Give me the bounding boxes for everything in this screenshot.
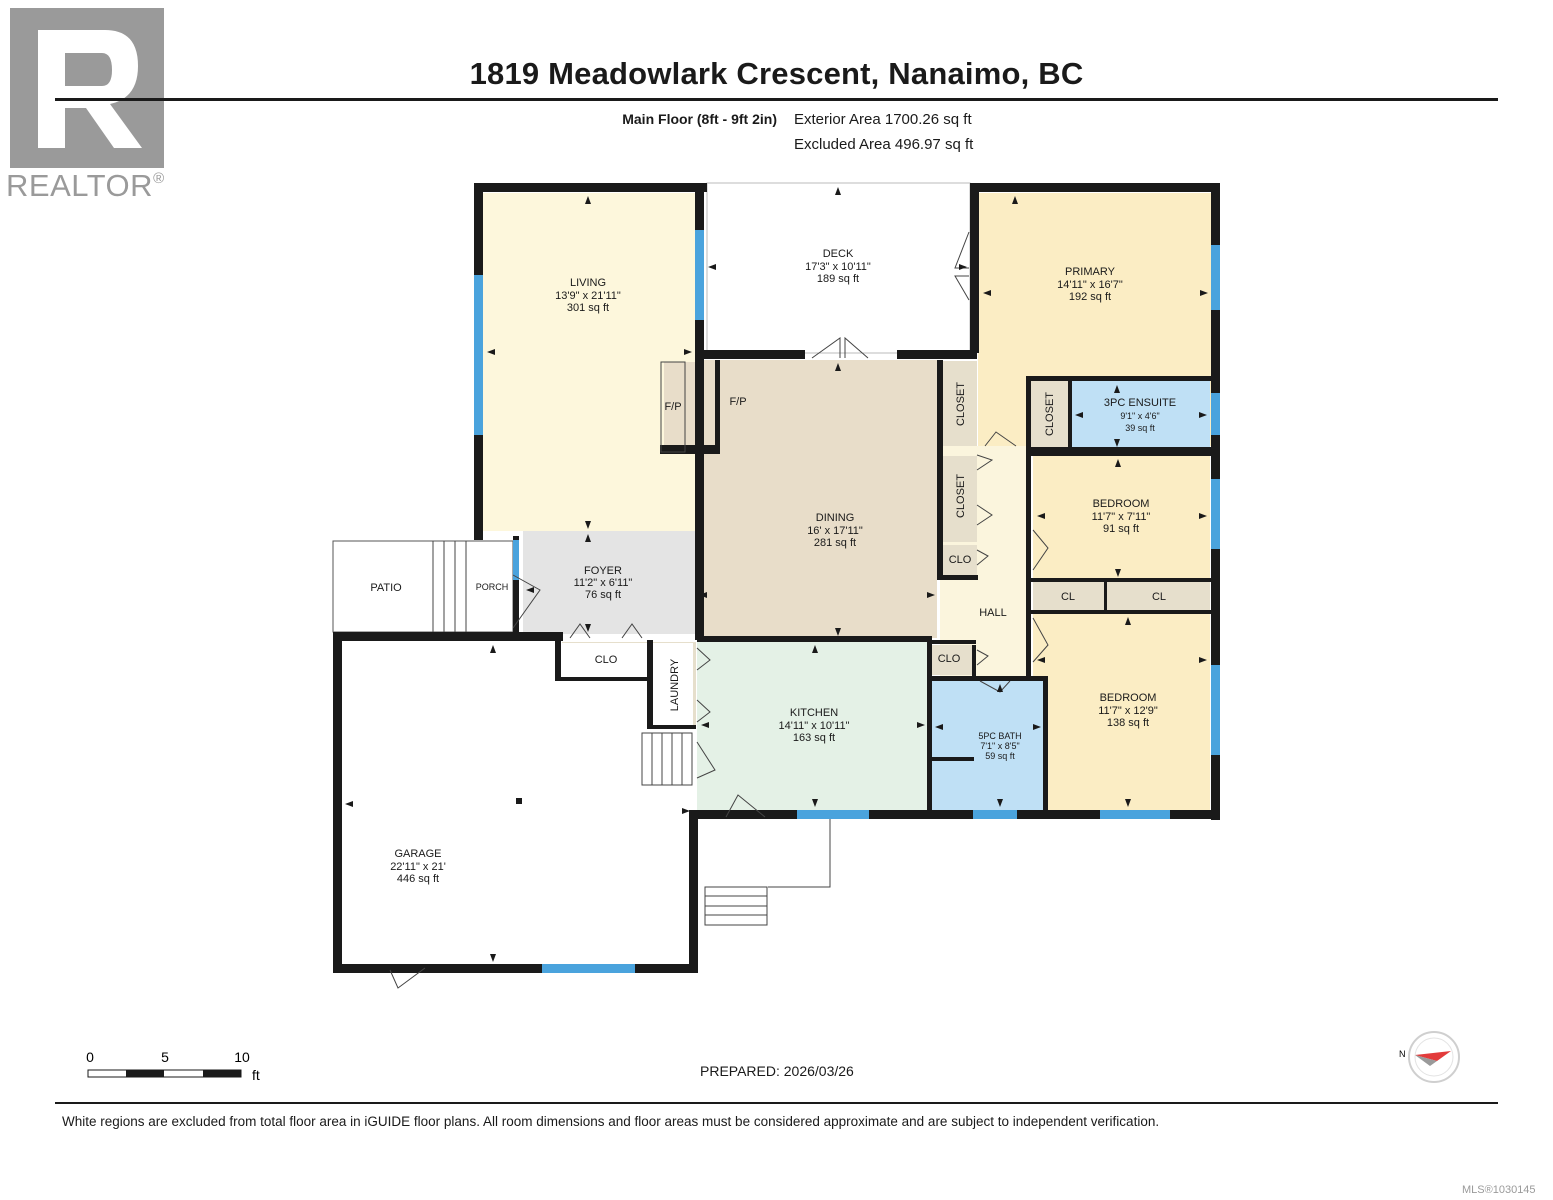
- ensuite-area: 39 sq ft: [1125, 423, 1155, 433]
- deck-name: DECK: [823, 248, 854, 260]
- garage-clo-label: CLO: [595, 654, 618, 666]
- hall-closet: [943, 456, 977, 542]
- closet-label-1: CLOSET: [955, 382, 967, 426]
- cl-label-2: CL: [1152, 591, 1166, 603]
- dimension-markers: [345, 187, 1208, 962]
- bedroom-1: [1033, 456, 1210, 578]
- fireplace: [664, 362, 719, 452]
- disclaimer: White regions are excluded from total fl…: [62, 1114, 1160, 1129]
- porch-label: PORCH: [476, 582, 509, 592]
- living-name: LIVING: [570, 277, 606, 289]
- living-room: [483, 193, 695, 531]
- bath-clo: [932, 645, 972, 675]
- scale-bar: 0 5 10 ft: [86, 1049, 260, 1083]
- dining-dims: 16' x 17'11": [807, 525, 863, 537]
- rear-stairs: [704, 816, 831, 926]
- realtor-logo: [10, 8, 164, 168]
- dining-name: DINING: [816, 512, 855, 524]
- bedroom1-name: BEDROOM: [1093, 498, 1150, 510]
- ensuite-dims: 9'1" x 4'6": [1120, 411, 1159, 421]
- garage-area-text: 446 sq ft: [397, 873, 439, 885]
- laundry-label: LAUNDRY: [669, 658, 681, 711]
- scale-tick-5: 5: [161, 1049, 169, 1065]
- hall-label: HALL: [979, 607, 1007, 619]
- foyer-dims: 11'2" x 6'11": [574, 577, 633, 589]
- bath-dims: 7'1" x 8'5": [980, 741, 1019, 751]
- foyer-area: [523, 531, 695, 634]
- primary-name: PRIMARY: [1065, 266, 1116, 278]
- floor-label: Main Floor (8ft - 9ft 2in): [622, 111, 777, 127]
- kitchen-room: [697, 642, 927, 810]
- closet-label-2: CLOSET: [955, 474, 967, 518]
- bedroom1-dims: 11'7" x 7'11": [1092, 511, 1151, 523]
- excluded-area: Excluded Area 496.97 sq ft: [794, 136, 974, 153]
- windows: [474, 230, 1220, 973]
- foyer-name: FOYER: [584, 565, 622, 577]
- kitchen-area: 163 sq ft: [793, 732, 835, 744]
- dining-room: [697, 360, 937, 638]
- realtor-wordmark: REALTOR®: [6, 168, 165, 203]
- deck-dims: 17'3" x 10'11": [805, 261, 871, 273]
- garage-stairs: [641, 732, 693, 786]
- fp-label-2: F/P: [729, 396, 746, 408]
- prepared-date: PREPARED: 2026/03/26: [700, 1063, 854, 1079]
- fp-label-1: F/P: [664, 401, 681, 413]
- door-swings: [389, 231, 1049, 989]
- footer-divider: [55, 1102, 1498, 1104]
- cl-label-1: CL: [1061, 591, 1075, 603]
- primary-area: 192 sq ft: [1069, 291, 1111, 303]
- kitchen-name: KITCHEN: [790, 707, 838, 719]
- bedroom2-dims: 11'7" x 12'9": [1098, 705, 1158, 717]
- primary-closet: [943, 361, 977, 446]
- scale-unit: ft: [252, 1067, 260, 1083]
- deck-area-text: 189 sq ft: [817, 273, 859, 285]
- patio-stairs: [432, 541, 467, 632]
- bath-area: 59 sq ft: [985, 751, 1015, 761]
- closet-label-3: CLOSET: [1044, 392, 1056, 436]
- hall-clo: [943, 545, 977, 575]
- ensuite-closet: [1030, 381, 1068, 447]
- realtor-logo-icon: [10, 8, 164, 168]
- garage-name: GARAGE: [394, 848, 441, 860]
- ensuite-name: 3PC ENSUITE: [1104, 397, 1176, 409]
- primary-dims: 14'11" x 16'7": [1057, 279, 1123, 291]
- bedroom2-name: BEDROOM: [1100, 692, 1157, 704]
- compass-icon: N: [1399, 1031, 1460, 1083]
- bath-room: [932, 680, 1043, 810]
- ensuite-bath: [1068, 381, 1210, 447]
- scale-tick-0: 0: [86, 1049, 94, 1065]
- garage-dims: 22'11" x 21': [390, 861, 446, 873]
- living-dims: 13'9" x 21'11": [555, 290, 621, 302]
- title-divider: [55, 98, 1498, 101]
- dining-area: 281 sq ft: [814, 537, 856, 549]
- patio-label: PATIO: [370, 582, 402, 594]
- compass-label: N: [1399, 1049, 1406, 1059]
- bath-name: 5PC BATH: [978, 731, 1021, 741]
- exterior-area: Exterior Area 1700.26 sq ft: [794, 111, 972, 128]
- kitchen-dims: 14'11" x 10'11": [779, 720, 850, 732]
- scale-tick-10: 10: [234, 1049, 250, 1065]
- bedroom1-area: 91 sq ft: [1103, 523, 1139, 535]
- page-title: 1819 Meadowlark Crescent, Nanaimo, BC: [469, 56, 1084, 91]
- bath-clo-label: CLO: [938, 653, 961, 665]
- bedroom-closets: [1033, 582, 1210, 610]
- hall-clo-label: CLO: [949, 554, 972, 566]
- living-area: 301 sq ft: [567, 302, 609, 314]
- bedroom-2: [1033, 614, 1210, 817]
- patio-area: [332, 540, 514, 633]
- foyer-area: 76 sq ft: [585, 589, 621, 601]
- mls-number: MLS®1030145: [1462, 1184, 1536, 1196]
- bedroom2-area: 138 sq ft: [1107, 717, 1149, 729]
